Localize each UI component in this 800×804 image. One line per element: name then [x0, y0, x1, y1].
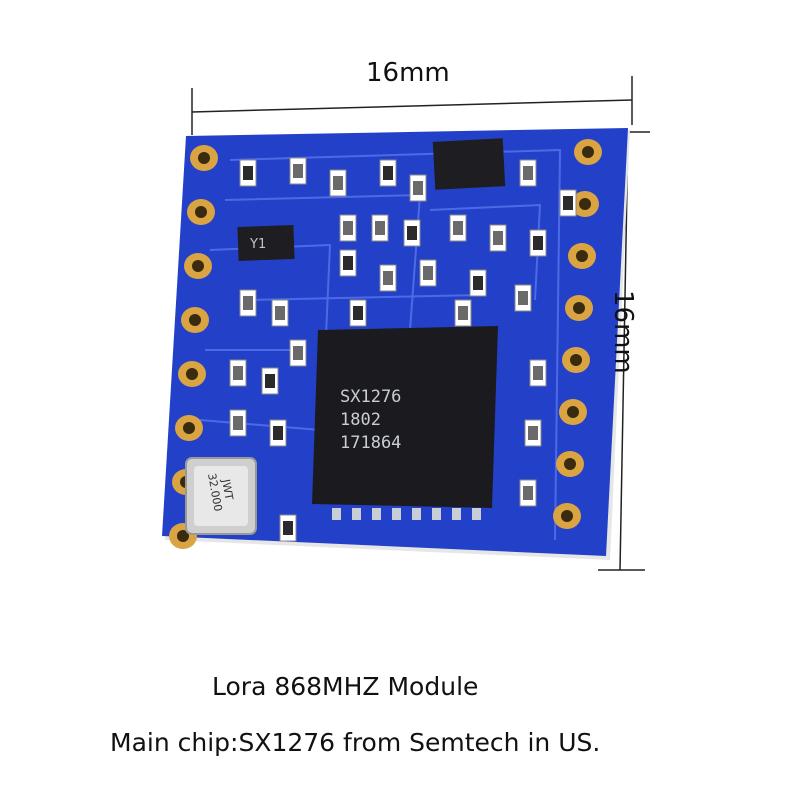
pad-hole [189, 314, 201, 326]
smd-body [413, 181, 423, 195]
pad-hole [183, 422, 195, 434]
pad-hole [579, 198, 591, 210]
smd-body [533, 236, 543, 250]
smd-body [473, 276, 483, 290]
chip-line-2: 1802 [340, 410, 381, 430]
smd-body [493, 231, 503, 245]
pcb-traces [199, 148, 562, 541]
pad-hole [564, 458, 576, 470]
chip-pin [332, 508, 341, 520]
crystal-oscillator: JWT 32.000 [185, 457, 257, 535]
smd-body [423, 266, 433, 280]
crystal-line-1: JWT [219, 477, 236, 501]
smd-body [383, 271, 393, 285]
smd-body [523, 166, 533, 180]
smd-body [563, 196, 573, 210]
pad-hole [195, 206, 207, 218]
smd-body [233, 416, 243, 430]
smd-body [333, 176, 343, 190]
chip-pin [372, 508, 381, 520]
smd-body [243, 166, 253, 180]
smd-body [383, 166, 393, 180]
smd-body [533, 366, 543, 380]
main-chip: SX1276 1802 171864 [312, 326, 498, 508]
chip-pin [432, 508, 441, 520]
smd-body [243, 296, 253, 310]
y1-component: Y1 [237, 225, 295, 261]
smd-body [273, 426, 283, 440]
smd-body [275, 306, 285, 320]
smd-body [265, 374, 275, 388]
width-label: 16mm [366, 58, 450, 88]
chip-line-3: 171864 [340, 433, 401, 453]
smd-body [528, 426, 538, 440]
caption-subtitle: Main chip:SX1276 from Semtech in US. [110, 728, 601, 757]
smd-body [453, 221, 463, 235]
width-dimension-line [191, 76, 633, 135]
smd-body [523, 486, 533, 500]
chip-pin [452, 508, 461, 520]
chip-pin [352, 508, 361, 520]
pad-hole [582, 146, 594, 158]
pad-hole [573, 302, 585, 314]
pad-hole [192, 260, 204, 272]
smd-body [343, 221, 353, 235]
smd-body [353, 306, 363, 320]
chip-line-1: SX1276 [340, 387, 401, 407]
chip-pin [392, 508, 401, 520]
smd-body [283, 521, 293, 535]
smd-body [293, 346, 303, 360]
smd-body [458, 306, 468, 320]
smd-body [518, 291, 528, 305]
smd-body [407, 226, 417, 240]
pad-hole [567, 406, 579, 418]
pad-hole [576, 250, 588, 262]
height-label: 16mm [608, 290, 638, 374]
chip-pin [412, 508, 421, 520]
y1-marking: Y1 [249, 237, 266, 252]
smd-body [343, 256, 353, 270]
chip-pin [472, 508, 481, 520]
smd-body [233, 366, 243, 380]
smd-body [293, 164, 303, 178]
smd-body [375, 221, 385, 235]
top-ic [432, 138, 506, 190]
pad-hole [561, 510, 573, 522]
caption-title: Lora 868MHZ Module [212, 672, 479, 701]
smd-components [229, 157, 577, 542]
pad-hole [198, 152, 210, 164]
bottom-chip-pins [332, 508, 481, 520]
pad-hole [177, 530, 189, 542]
pad-hole [570, 354, 582, 366]
pad-hole [186, 368, 198, 380]
right-castellated-pads [553, 139, 602, 529]
